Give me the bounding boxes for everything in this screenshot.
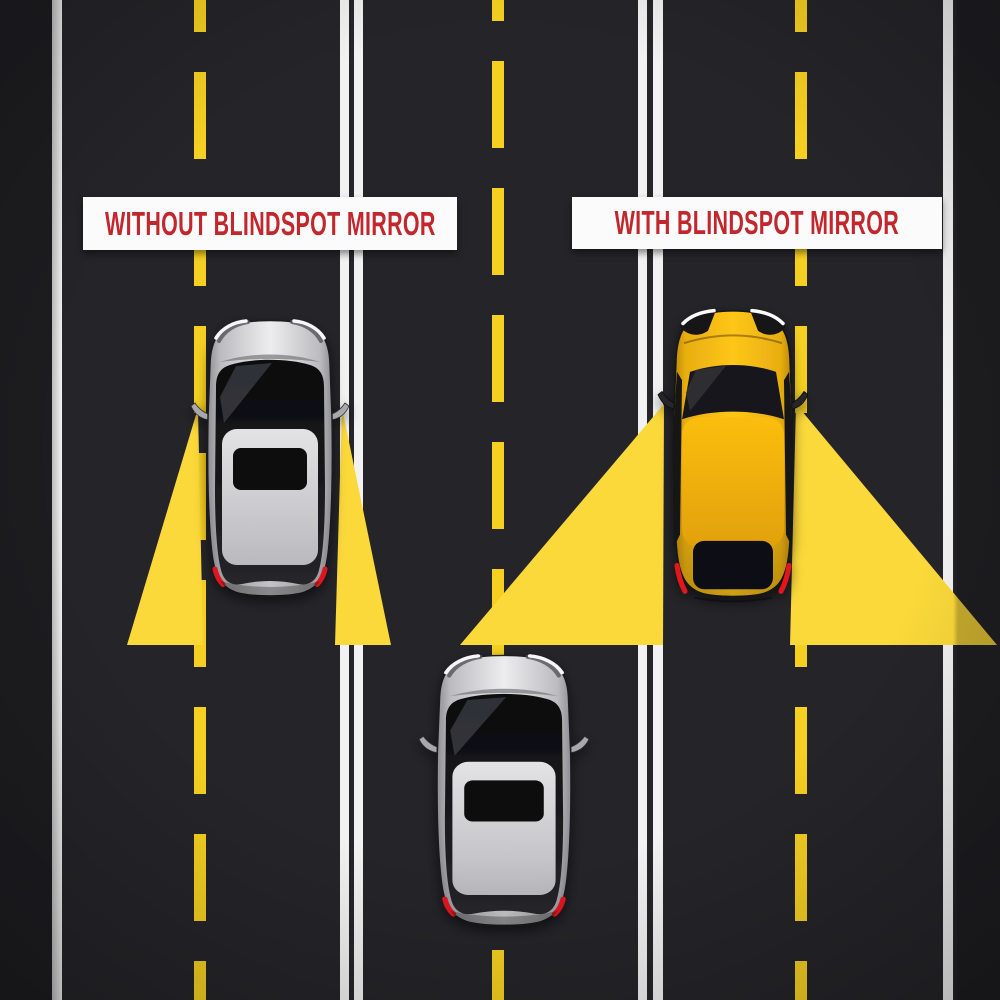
beam-right-car-left <box>460 404 664 645</box>
banner-with-mirror-label: WITH BLINDSPOT MIRROR <box>614 204 900 241</box>
banner-without-mirror-label: WITHOUT BLINDSPOT MIRROR <box>104 204 436 242</box>
car-with-mirror <box>658 310 808 601</box>
beam-right-car-right <box>790 404 997 645</box>
car-approaching <box>419 655 589 925</box>
mirror-beams <box>127 404 997 645</box>
banner-without-mirror: WITHOUT BLINDSPOT MIRROR <box>83 197 457 250</box>
solid-white-line-right <box>943 0 953 1000</box>
solid-white-line-left <box>52 0 62 1000</box>
beam-left-car-right <box>335 408 391 645</box>
car-without-mirror <box>191 321 349 597</box>
beam-left-car-left <box>127 408 203 645</box>
banner-with-mirror: WITH BLINDSPOT MIRROR <box>572 197 942 249</box>
